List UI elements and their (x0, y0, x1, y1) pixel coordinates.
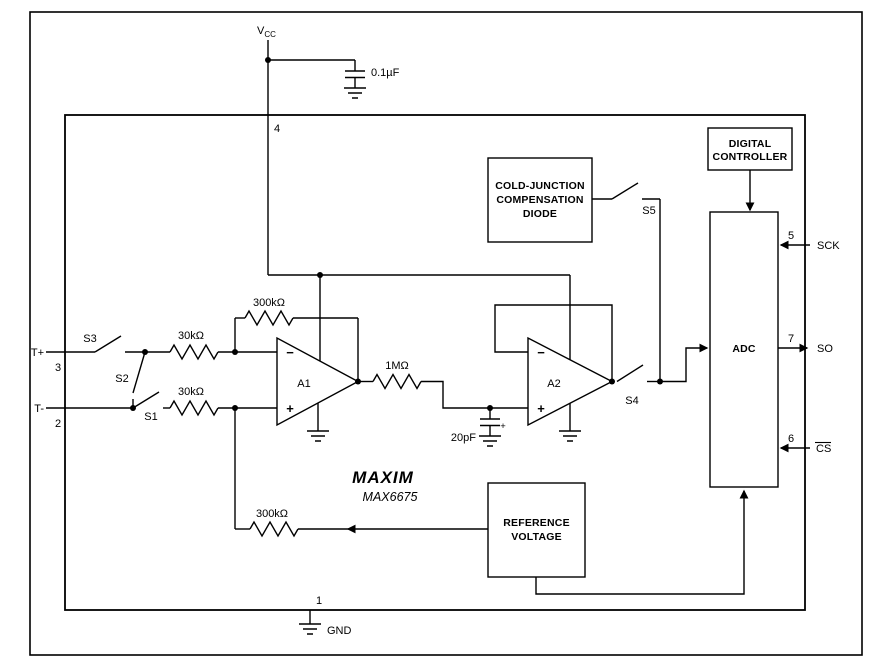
t-minus-label: T- (34, 403, 44, 415)
ground-symbol (306, 430, 330, 442)
adc-input-wire (660, 343, 709, 383)
thermocouple-input-network: T+ 3 S3 30kΩ T- 2 S1 30kΩ S2 (31, 330, 277, 430)
reference-block: REFERENCE VOLTAGE 300kΩ (234, 408, 749, 595)
resistor-300k-top-label: 300kΩ (253, 297, 285, 309)
reference-box (487, 482, 586, 578)
pin-4: 4 (274, 123, 280, 135)
switch-s3-label: S3 (83, 333, 96, 345)
part-number: MAX6675 (363, 490, 418, 504)
resistor-1m (372, 373, 422, 390)
filter-cap-polarity: + (500, 421, 506, 432)
bypass-cap-value: 0.1µF (371, 67, 400, 79)
cold-junction-line3: DIODE (523, 208, 557, 220)
vcc-label: VCC (257, 25, 276, 39)
cold-junction-block: COLD-JUNCTION COMPENSATION DIODE S5 (487, 157, 663, 385)
maxim-logo: MAXIM (352, 468, 414, 487)
interstage-network: 1MΩ + 20pF (358, 360, 528, 447)
pin-1: 1 (316, 595, 322, 607)
resistor-30k-top (169, 344, 219, 360)
ground-symbol (298, 623, 322, 635)
a1-label: A1 (297, 378, 310, 390)
switch-s5-label: S5 (642, 205, 655, 217)
branding: MAXIM MAX6675 (352, 468, 417, 504)
digital-controller-block: DIGITAL CONTROLLER (707, 127, 793, 212)
so-label: SO (817, 343, 833, 355)
amplifier-a1: − + A1 300kΩ (234, 297, 361, 442)
adc-block: ADC (660, 211, 779, 488)
digital-interface: 5 SCK 7 SO 6 CS (778, 230, 840, 455)
a1-noninverting-sign: + (286, 401, 294, 416)
adc-box (709, 211, 779, 488)
amplifier-a2: − + A2 S4 (494, 304, 660, 442)
a2-feedback-wire (494, 304, 613, 382)
ground-symbol (343, 87, 367, 99)
filter-cap-value: 20pF (451, 432, 476, 444)
resistor-1m-label: 1MΩ (385, 360, 409, 372)
figure-border (29, 11, 863, 656)
reference-line2: VOLTAGE (511, 531, 562, 543)
reference-line1: REFERENCE (503, 517, 570, 529)
cs-label: CS (816, 443, 831, 455)
ic-boundary (64, 114, 806, 611)
ground-symbol (478, 435, 502, 447)
resistor-300k-bottom (249, 521, 299, 537)
reference-to-adc-wire (535, 489, 749, 595)
resistor-30k-bottom-label: 30kΩ (178, 386, 204, 398)
ground-pin: 1 GND (298, 595, 352, 637)
digital-controller-line1: DIGITAL (729, 138, 772, 150)
a2-input-wire (421, 380, 528, 409)
pin-5: 5 (788, 230, 794, 242)
pin-6: 6 (788, 433, 794, 445)
switch-s2-blade (132, 351, 146, 394)
switch-s2-label: S2 (115, 373, 128, 385)
vcc-subscript: CC (264, 30, 276, 39)
switch-s4-label: S4 (625, 395, 638, 407)
pin-2: 2 (55, 418, 61, 430)
cold-junction-line2: COMPENSATION (496, 194, 583, 206)
cold-junction-line1: COLD-JUNCTION (495, 180, 585, 192)
switch-s1-label: S1 (144, 411, 157, 423)
resistor-30k-top-label: 30kΩ (178, 330, 204, 342)
resistor-30k-bottom (169, 400, 219, 416)
filter-capacitor-symbol (479, 418, 501, 427)
switch-s1-blade (132, 391, 160, 409)
resistor-300k-top (244, 310, 294, 326)
t-plus-label: T+ (31, 347, 44, 359)
a2-label: A2 (547, 378, 560, 390)
digital-controller-line2: CONTROLLER (713, 151, 788, 163)
pin-7: 7 (788, 333, 794, 345)
gnd-label: GND (327, 625, 352, 637)
cold-junction-box (487, 157, 593, 243)
switch-s3-blade (94, 335, 122, 353)
sck-label: SCK (817, 240, 840, 252)
ground-symbol (558, 430, 582, 442)
vcc-v: V (257, 25, 265, 37)
junction-dot (609, 378, 615, 385)
a2-inverting-sign: − (537, 345, 545, 360)
resistor-300k-bottom-label: 300kΩ (256, 508, 288, 520)
a2-noninverting-sign: + (537, 401, 545, 416)
bypass-capacitor-symbol (344, 70, 366, 79)
pin-3: 3 (55, 362, 61, 374)
digital-controller-box (707, 127, 793, 171)
switch-s5-blade (611, 182, 639, 200)
a1-inverting-sign: − (286, 345, 294, 360)
adc-label: ADC (732, 343, 756, 355)
switch-s4-blade (616, 364, 644, 383)
